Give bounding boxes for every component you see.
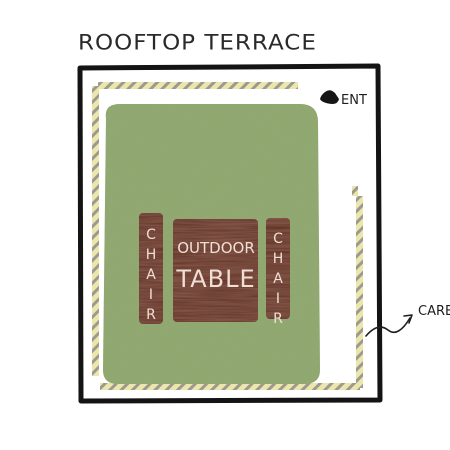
caretaker-label: CARE <box>418 304 450 319</box>
caretaker-arrow-icon <box>365 317 411 337</box>
railing-left <box>92 86 99 376</box>
entrance-label: ENT <box>341 93 367 108</box>
table-label-line1: OUTDOOR <box>177 239 255 257</box>
railing-bottom <box>100 383 360 390</box>
chair-right-label: CHAIR <box>268 228 288 334</box>
caretaker-arrowhead <box>403 314 413 324</box>
map-title: ROOFTOP TERRACE <box>78 31 317 55</box>
railing-right <box>356 196 363 388</box>
table-label-line2: TABLE <box>176 265 256 293</box>
terrace-wall <box>77 63 383 404</box>
chair-right-letters: CHAIR <box>270 231 286 331</box>
chair-left <box>139 213 163 324</box>
railing-top <box>98 82 298 89</box>
chair-right <box>266 218 290 319</box>
railing-right-stub <box>352 186 358 196</box>
chair-left-label: CHAIR <box>141 224 161 330</box>
entrance-marker-icon <box>320 90 339 104</box>
outdoor-table <box>173 219 258 322</box>
chair-left-letters: CHAIR <box>143 227 159 327</box>
